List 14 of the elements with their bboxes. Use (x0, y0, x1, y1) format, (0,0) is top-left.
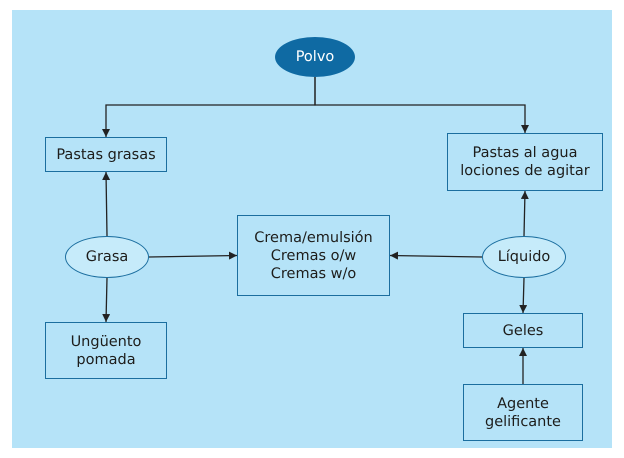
arrow (102, 172, 110, 236)
arrow (390, 252, 482, 260)
arrow (520, 190, 529, 236)
arrow (519, 278, 528, 314)
arrow (519, 348, 527, 384)
process-box: Pastas al agua lociones de agitar (447, 133, 603, 191)
process-box: Pastas grasas (45, 137, 167, 172)
arrow (148, 252, 238, 260)
arrow (314, 77, 529, 133)
process-box: Geles (463, 313, 583, 348)
arrow (102, 278, 110, 322)
process-box: Agente gelificante (463, 384, 583, 441)
process-box: Crema/emulsión Cremas o/w Cremas w/o (237, 215, 390, 296)
process-box: Ungüento pomada (45, 322, 167, 379)
